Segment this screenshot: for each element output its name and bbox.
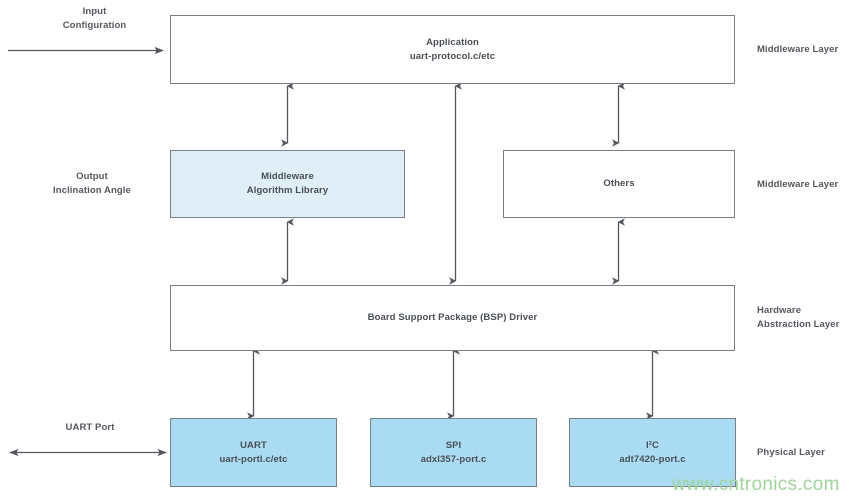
box-uart-title: UART bbox=[240, 439, 267, 451]
layer-label-application: Middleware Layer bbox=[757, 44, 839, 55]
box-others[interactable]: Others bbox=[503, 150, 735, 218]
box-spi-subtitle: adxl357-port.c bbox=[420, 453, 487, 465]
box-spi[interactable]: SPI adxl357-port.c bbox=[370, 418, 537, 487]
side-label-output-inclination-angle: Output Inclination Angle bbox=[53, 171, 131, 197]
watermark-text: www.cntronics.com bbox=[672, 474, 840, 495]
layer-label-hardware-abstraction: Hardware Abstraction Layer bbox=[757, 305, 840, 331]
box-application-title: Application bbox=[426, 36, 479, 48]
layer-label-physical: Physical Layer bbox=[757, 447, 825, 458]
box-spi-title: SPI bbox=[445, 439, 462, 451]
side-label-input-configuration: Input Configuration bbox=[62, 6, 127, 32]
box-others-title: Others bbox=[603, 178, 635, 190]
side-label-uart-port: UART Port bbox=[65, 422, 115, 433]
layer-label-middleware: Middleware Layer bbox=[757, 179, 839, 190]
box-application-subtitle: uart-protocol.c/etc bbox=[409, 50, 496, 62]
box-uart[interactable]: UART uart-portl.c/etc bbox=[170, 418, 337, 487]
box-i2c[interactable]: I²C adt7420-port.c bbox=[569, 418, 736, 487]
box-i2c-subtitle: adt7420-port.c bbox=[619, 453, 686, 465]
box-middleware-algorithm-library[interactable]: Middleware Algorithm Library bbox=[170, 150, 405, 218]
box-uart-subtitle: uart-portl.c/etc bbox=[219, 453, 288, 465]
box-middleware-subtitle: Algorithm Library bbox=[246, 185, 329, 196]
box-bsp-driver[interactable]: Board Support Package (BSP) Driver bbox=[170, 285, 735, 351]
box-i2c-title: I²C bbox=[646, 439, 659, 451]
box-bsp-title: Board Support Package (BSP) Driver bbox=[367, 312, 538, 324]
box-middleware-title: Middleware bbox=[261, 171, 314, 183]
box-application[interactable]: Application uart-protocol.c/etc bbox=[170, 15, 735, 84]
